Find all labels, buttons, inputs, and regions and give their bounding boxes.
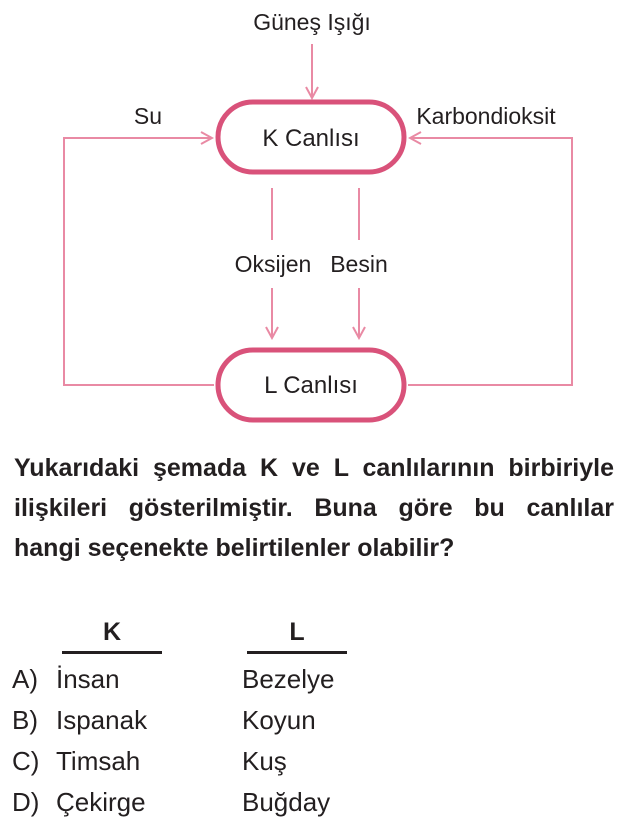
co2-label: Karbondioksit [416,103,556,129]
sunlight-label: Güneş Işığı [253,9,371,35]
node-k [215,99,407,175]
node-l [215,347,407,423]
column-header-k: K [62,618,162,654]
option-c-k: Timsah [56,746,141,776]
option-a-l: Bezelye [242,664,335,694]
column-header-l: L [247,618,347,654]
option-c-l: Kuş [242,746,287,776]
option-b-letter[interactable]: B) [12,705,38,735]
food-label: Besin [330,251,388,277]
option-a-k: İnsan [56,664,120,694]
option-a-letter[interactable]: A) [12,664,38,694]
question-text: Yukarıdaki şemada K ve L canlılarının bi… [14,454,614,562]
option-c-letter[interactable]: C) [12,746,40,776]
node-k-label: K Canlısı [262,125,359,152]
oxygen-label: Oksijen [235,251,312,277]
option-b-k: Ispanak [56,705,148,735]
option-d-l: Buğday [242,787,331,817]
co2-arrow [408,138,573,386]
node-l-label: L Canlısı [264,372,358,399]
option-d-k: Çekirge [56,787,146,817]
water-label: Su [134,103,162,129]
water-arrow [63,138,214,386]
relationship-diagram: Güneş Işığı K Canlısı L Canlısı Su Karbo… [63,9,573,423]
option-b-l: Koyun [242,705,316,735]
option-d-letter[interactable]: D) [12,787,40,817]
